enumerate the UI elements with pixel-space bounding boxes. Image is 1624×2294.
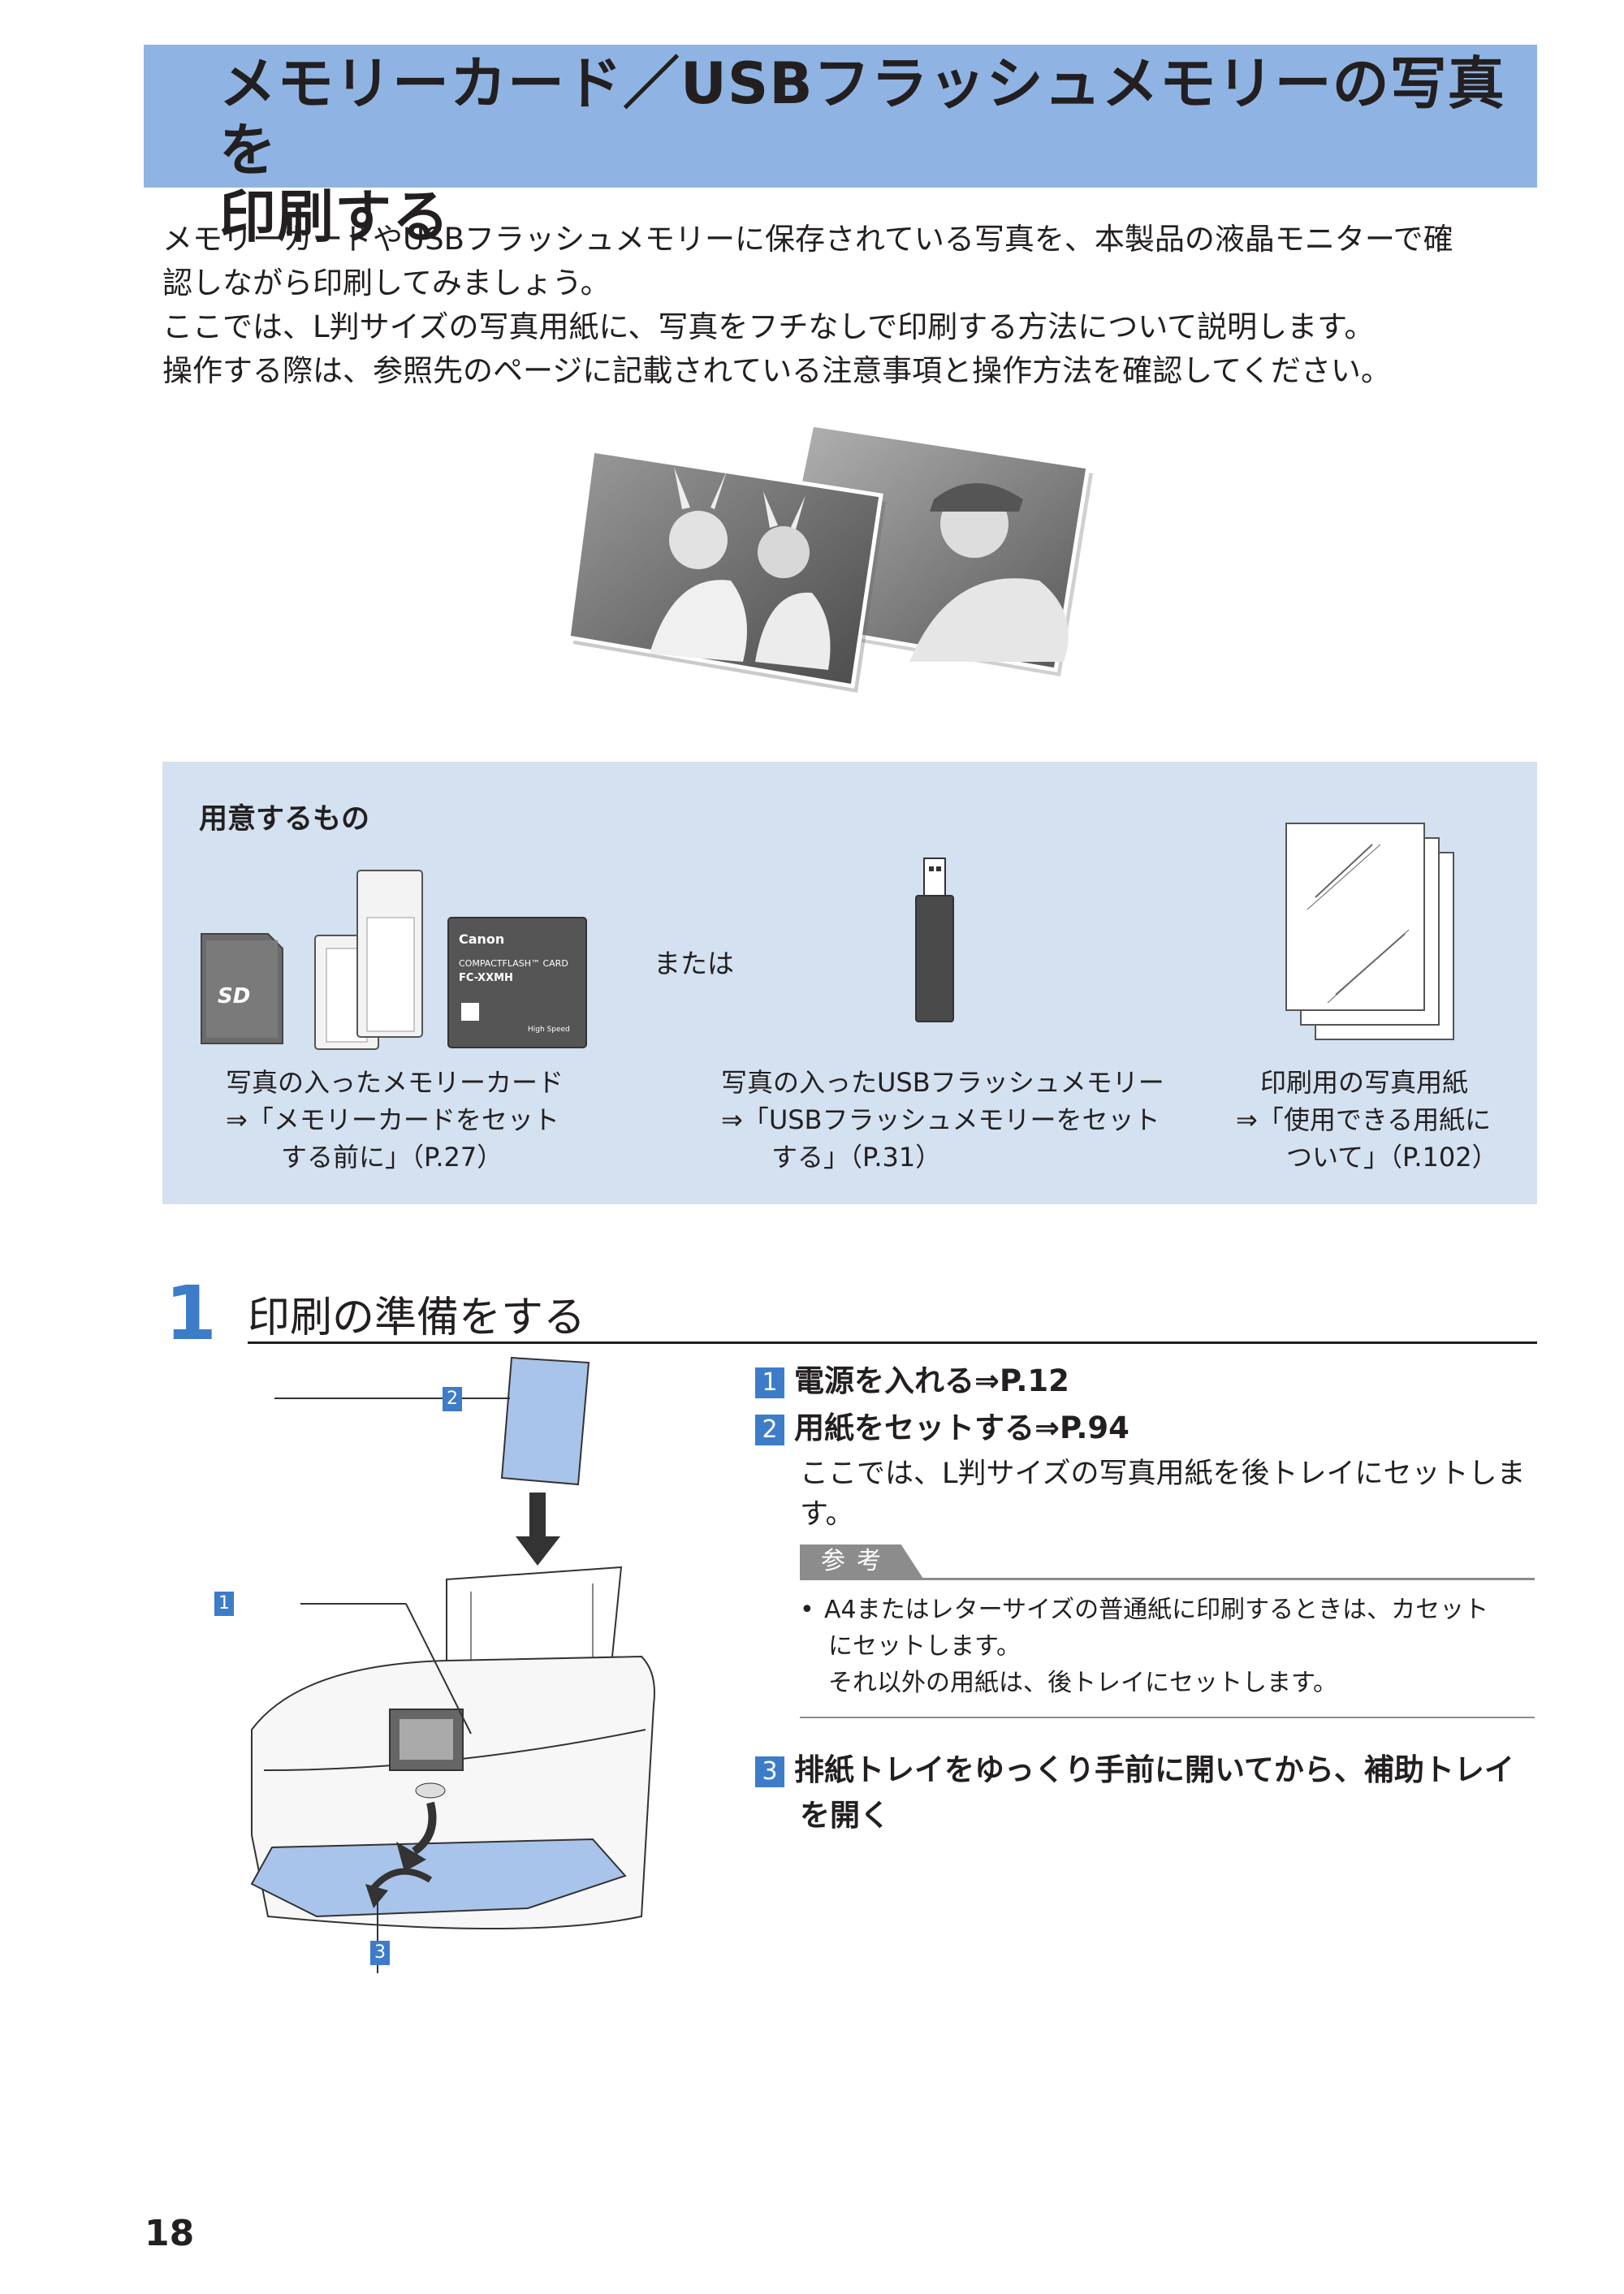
card-brand: Canon [459,931,504,947]
card-speed: High Speed [528,1026,570,1034]
down-arrow-icon [516,1493,560,1566]
step-item-3: 3 排紙トレイをゆっくり手前に開いてから、補助トレイ を開く [755,1748,1535,1838]
note-divider-bottom [800,1717,1535,1718]
compactflash-card-icon: Canon COMPACTFLASH™ CARD FC-XXMH High Sp… [447,917,587,1048]
step-item-2: 2 用紙をセットする⇒P.94 [755,1403,1129,1447]
step-title: 印刷の準備をする [248,1294,586,1342]
curved-arrow-icon [396,1801,437,1872]
note-line: それ以外の用紙は、後トレイにセットします。 [828,1669,1337,1697]
note-bullet: • [800,1596,814,1624]
item-number-badge: 1 [755,1367,784,1398]
memory-stick-icon [356,870,423,1038]
caption-link[interactable]: ついて」（P.102） [1286,1142,1498,1173]
step-number: 1 [165,1270,218,1357]
step-divider [248,1341,1537,1344]
usb-flash-drive-icon [915,858,954,1022]
card-model: FC-XXMH [459,972,513,984]
photo-front [568,448,886,693]
caption-link[interactable]: する前に」（P.27） [281,1142,503,1173]
item-text[interactable]: 用紙をセットする⇒P.94 [794,1411,1129,1445]
caption-link[interactable]: する」（P.31） [771,1142,942,1173]
step-item-1: 1 電源を入れる⇒P.12 [755,1356,1069,1400]
note-divider-top [800,1578,1535,1580]
intro-line: ここでは、L判サイズの写真用紙に、写真をフチなしで印刷する方法について説明します… [162,309,1375,344]
preparation-title: 用意するもの [199,803,370,836]
memory-card-caption: 写真の入ったメモリーカード ⇒「メモリーカードをセット する前に」（P.27） [226,1064,564,1176]
page-title: メモリーカード／USBフラッシュメモリーの写真を 印刷する [219,50,1535,250]
item-text[interactable]: 電源を入れる⇒P.12 [794,1363,1069,1398]
callout-3: 3 [370,1941,390,1965]
intro-line: メモリーカードやUSBフラッシュメモリーに保存されている写真を、本製品の液晶モニ… [162,222,1453,257]
intro-text: メモリーカードやUSBフラッシュメモリーに保存されている写真を、本製品の液晶モニ… [162,218,1543,393]
photo-paper-caption: 印刷用の写真用紙 ⇒「使用できる用紙に ついて」（P.102） [1236,1064,1498,1176]
output-tray [250,1838,627,1918]
page-title-line2: 印刷する [219,184,450,250]
caption-link[interactable]: ⇒「使用できる用紙に [1236,1104,1492,1135]
or-label: または [654,948,734,979]
note-text: • A4またはレターサイズの普通紙に印刷するときは、カセット にセットします。 そ… [800,1592,1535,1701]
photo-paper-icon [1285,823,1454,1040]
item-text: 排紙トレイをゆっくり手前に開いてから、補助トレイ [794,1752,1514,1787]
callout-1: 1 [214,1592,234,1616]
note-line: A4またはレターサイズの普通紙に印刷するときは、カセット [824,1596,1489,1624]
sd-card-icon: SD [201,933,283,1044]
item-number-badge: 3 [755,1756,784,1787]
page-title-line1: メモリーカード／USBフラッシュメモリーの写真を [219,50,1505,184]
printer-illustration [250,1356,655,1973]
caption-link[interactable]: ⇒「USBフラッシュメモリーをセット [721,1104,1160,1135]
sample-photos-illustration [568,422,1093,693]
caption-line: 印刷用の写真用紙 [1260,1067,1469,1098]
item-text-cont: を開く [800,1798,890,1833]
item-number-badge: 2 [755,1414,784,1445]
title-band [144,45,1537,188]
callout-2: 2 [443,1387,462,1411]
intro-line: 操作する際は、参照先のページに記載されている注意事項と操作方法を確認してください… [162,353,1391,388]
card-type: COMPACTFLASH™ CARD [459,958,568,969]
caption-line: 写真の入ったメモリーカード [226,1067,564,1098]
page-number: 18 [145,2213,195,2254]
caption-link[interactable]: ⇒「メモリーカードをセット [226,1104,559,1135]
usb-caption: 写真の入ったUSBフラッシュメモリー ⇒「USBフラッシュメモリーをセット する… [721,1064,1164,1176]
caption-line: 写真の入ったUSBフラッシュメモリー [721,1067,1164,1098]
note-line: にセットします。 [828,1632,1021,1661]
note-label: 参考 [800,1544,923,1579]
intro-line: 認しながら印刷してみましょう。 [162,266,611,300]
step-item-2-detail: ここでは、L判サイズの写真用紙を後トレイにセットします。 [800,1458,1526,1531]
memory-cards-illustration: SD Canon COMPACTFLASH™ CARD FC-XXMH High… [201,870,587,1050]
svg-text:SD: SD [218,984,250,1009]
paper-sheet-icon [500,1356,590,1486]
